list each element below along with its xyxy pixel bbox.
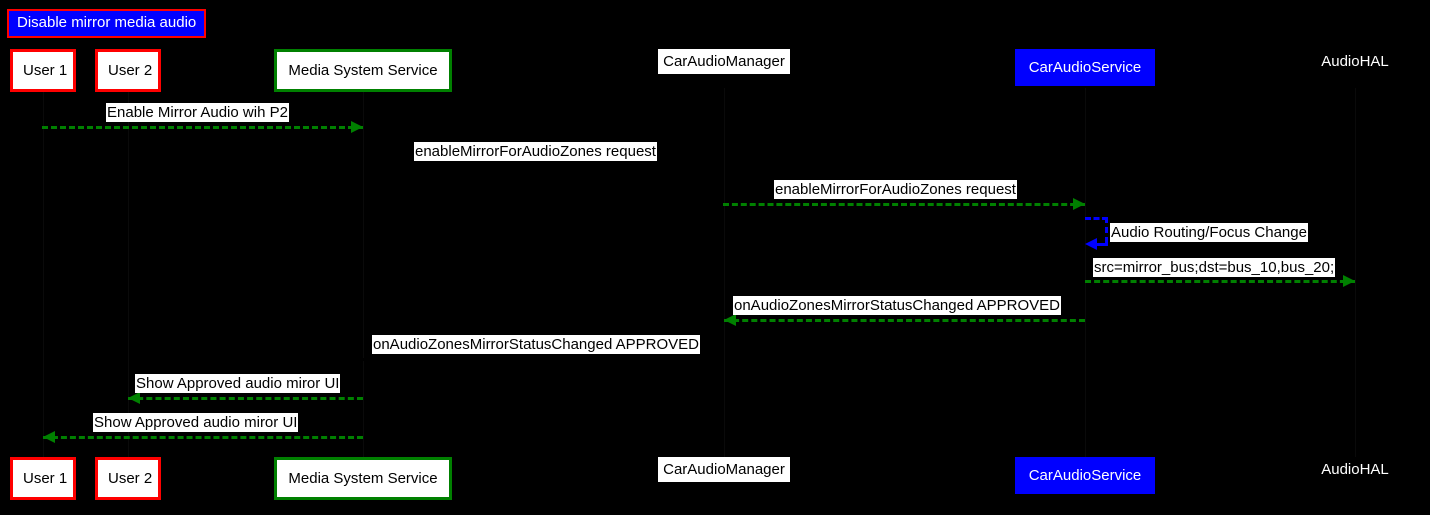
participant-audiohal-top: AudioHAL bbox=[1316, 49, 1394, 74]
participant-label: User 1 bbox=[23, 470, 68, 487]
arrow-head-icon bbox=[351, 121, 363, 133]
participant-caraudiomanager-bottom: CarAudioManager bbox=[658, 457, 790, 482]
lifeline-mediasystem bbox=[363, 88, 364, 457]
arrow-head-icon bbox=[43, 431, 55, 443]
participant-caraudioservice-bottom: CarAudioService bbox=[1015, 457, 1155, 494]
participant-label: User 2 bbox=[108, 62, 153, 79]
participant-audiohal-bottom: AudioHAL bbox=[1316, 457, 1394, 482]
arrow-head-icon bbox=[712, 160, 724, 172]
participant-user1-top: User 1 bbox=[10, 49, 76, 92]
message-label-m3: enableMirrorForAudioZones request bbox=[774, 180, 1017, 199]
lifeline-user1 bbox=[43, 88, 44, 457]
lifeline-caraudioservice bbox=[1085, 88, 1086, 457]
arrow-head-icon bbox=[724, 314, 736, 326]
diagram-title: Disable mirror media audio bbox=[7, 9, 207, 38]
self-call-bottom-segment bbox=[1096, 243, 1108, 246]
self-call-label-s1: Audio Routing/Focus Change bbox=[1110, 223, 1308, 242]
message-label-m2: enableMirrorForAudioZones request bbox=[414, 142, 657, 161]
message-label-m6: onAudioZonesMirrorStatusChanged APPROVED bbox=[372, 335, 701, 354]
participant-label: AudioHAL bbox=[1321, 53, 1389, 70]
participant-mediasystem-bottom: Media System Service bbox=[274, 457, 452, 500]
participant-user1-bottom: User 1 bbox=[10, 457, 76, 500]
participant-label: CarAudioManager bbox=[663, 53, 785, 70]
message-label-m8: Show Approved audio miror UI bbox=[93, 413, 299, 432]
participant-user2-bottom: User 2 bbox=[95, 457, 161, 500]
lifeline-caraudiomanager bbox=[724, 88, 725, 457]
message-label-m7: Show Approved audio miror UI bbox=[135, 374, 341, 393]
self-call-arrow-head-icon bbox=[1085, 238, 1097, 250]
participant-label: CarAudioService bbox=[1028, 59, 1142, 76]
arrow-head-icon bbox=[363, 353, 375, 365]
arrow-line bbox=[1085, 280, 1355, 283]
arrow-line bbox=[363, 358, 723, 361]
participant-caraudiomanager-top: CarAudioManager bbox=[658, 49, 790, 74]
message-label-m4: src=mirror_bus;dst=bus_10,bus_20; bbox=[1093, 258, 1336, 277]
participant-label: User 2 bbox=[108, 470, 153, 487]
arrow-line bbox=[364, 165, 724, 168]
arrow-line bbox=[42, 126, 363, 129]
participant-label: Media System Service bbox=[288, 62, 438, 79]
message-label-m1: Enable Mirror Audio wih P2 bbox=[106, 103, 289, 122]
self-call-top-segment bbox=[1085, 217, 1108, 220]
participant-label: User 1 bbox=[23, 62, 68, 79]
participant-label: Media System Service bbox=[288, 470, 438, 487]
self-call-s1 bbox=[1085, 217, 1108, 250]
participant-mediasystem-top: Media System Service bbox=[274, 49, 452, 92]
arrow-head-icon bbox=[1343, 275, 1355, 287]
message-label-m5: onAudioZonesMirrorStatusChanged APPROVED bbox=[733, 296, 1062, 315]
arrow-line bbox=[43, 436, 363, 439]
participant-caraudioservice-top: CarAudioService bbox=[1015, 49, 1155, 86]
participant-label: CarAudioManager bbox=[663, 461, 785, 478]
arrow-head-icon bbox=[128, 392, 140, 404]
participant-label: CarAudioService bbox=[1028, 467, 1142, 484]
lifeline-audiohal bbox=[1355, 88, 1356, 457]
arrow-line bbox=[724, 319, 1085, 322]
self-call-right-segment bbox=[1105, 217, 1108, 243]
arrow-line bbox=[128, 397, 363, 400]
participant-user2-top: User 2 bbox=[95, 49, 161, 92]
arrow-line bbox=[723, 203, 1085, 206]
arrow-head-icon bbox=[1073, 198, 1085, 210]
participant-label: AudioHAL bbox=[1321, 461, 1389, 478]
lifeline-user2 bbox=[128, 88, 129, 457]
